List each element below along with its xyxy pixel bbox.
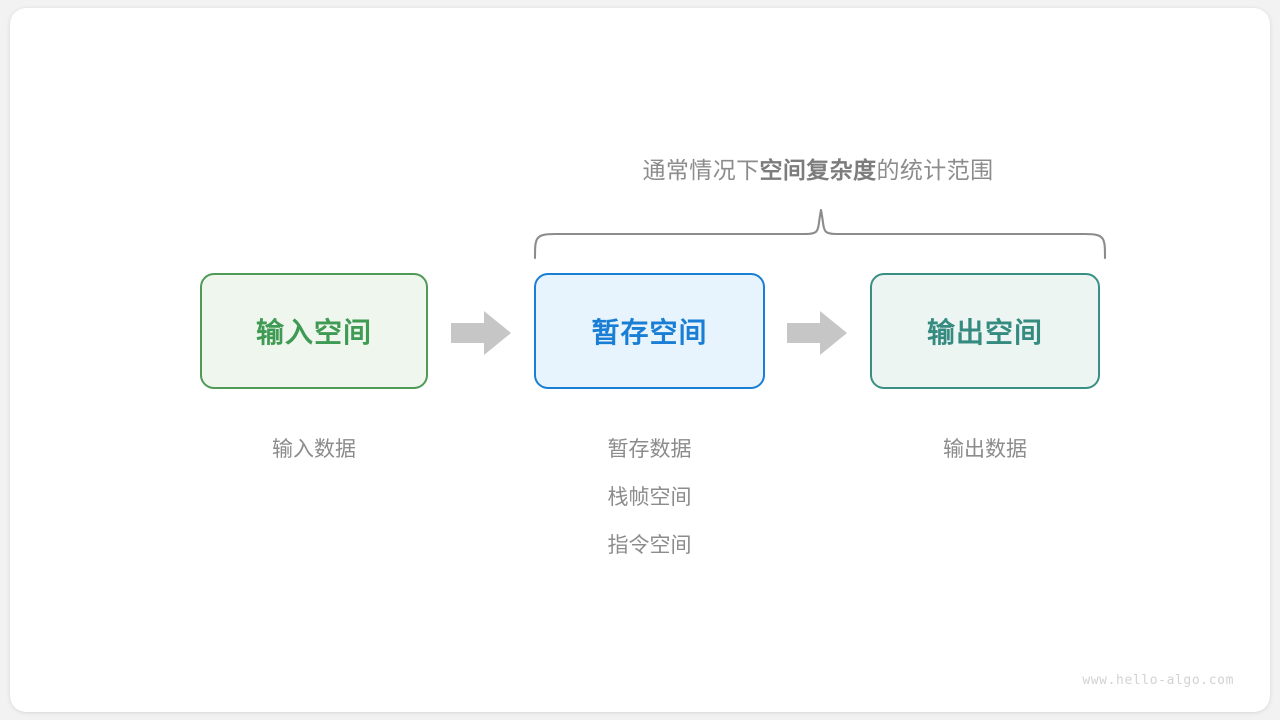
caption-temp: 暂存数据 栈帧空间 指令空间 — [534, 426, 765, 570]
caption-input-line-1: 输入数据 — [272, 438, 356, 461]
box-temp-space-label: 暂存空间 — [591, 317, 708, 348]
diagram-card: 通常情况下空间复杂度的统计范围 输入空间 暂存空间 输出空间 输入数据 暂存数据 — [10, 8, 1270, 712]
arrow-right-icon — [787, 311, 847, 355]
caption-temp-line-1: 暂存数据 — [607, 438, 692, 461]
box-input-space-label: 输入空间 — [255, 317, 372, 348]
caption-output: 输出数据 — [870, 426, 1100, 474]
caption-input: 输入数据 — [200, 426, 428, 474]
box-output-space-label: 输出空间 — [926, 317, 1043, 348]
arrow-right-icon — [451, 311, 511, 355]
brace-caption-emphasis: 空间复杂度 — [759, 157, 877, 183]
box-output-space[interactable]: 输出空间 — [870, 273, 1100, 389]
caption-output-line-1: 输出数据 — [943, 438, 1027, 461]
caption-temp-line-2: 栈帧空间 — [607, 486, 692, 509]
curly-brace-icon — [533, 208, 1107, 260]
box-temp-space[interactable]: 暂存空间 — [534, 273, 765, 389]
watermark: www.hello-algo.com — [1082, 673, 1234, 688]
brace-caption-suffix: 的统计范围 — [876, 157, 994, 183]
caption-temp-line-3: 指令空间 — [607, 534, 692, 557]
brace-caption: 通常情况下空间复杂度的统计范围 — [535, 151, 1101, 185]
brace-caption-prefix: 通常情况下 — [642, 157, 760, 183]
box-input-space[interactable]: 输入空间 — [200, 273, 428, 389]
